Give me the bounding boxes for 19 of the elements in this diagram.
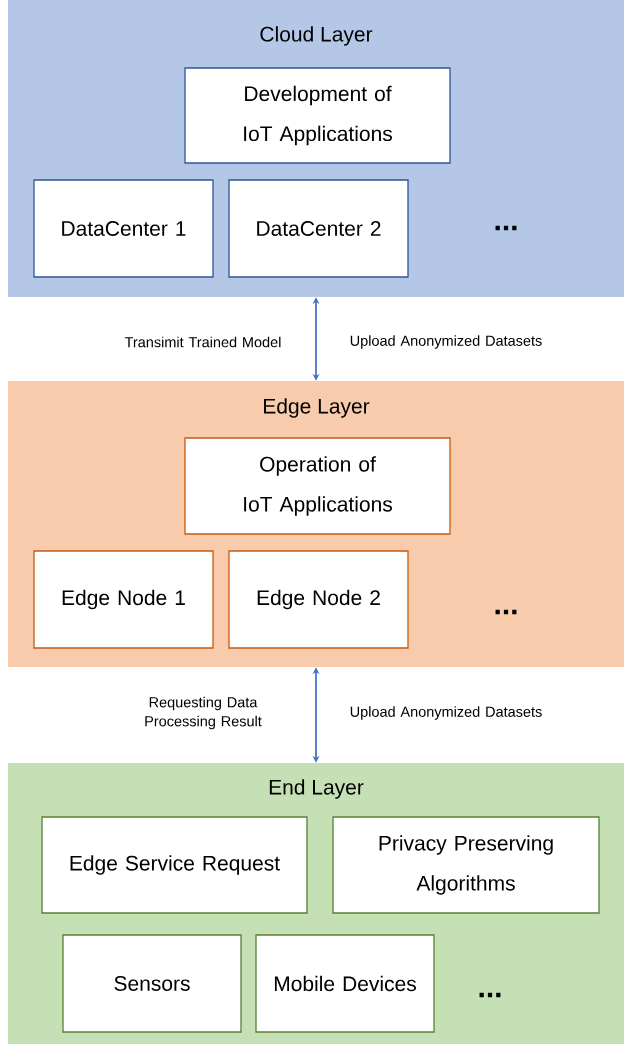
ellipsis: ... [479,992,501,998]
process-box: Edge Node 2 [228,550,409,649]
ellipsis: ... [495,225,517,231]
process-box: Edge Service Request [41,816,308,914]
process-box: Development of IoT Applications [184,67,451,164]
process-box: Sensors [62,934,242,1033]
arrow-label: Requesting Data Processing Result [145,696,262,730]
arrow-label: Upload Anonymized Datasets [350,335,542,349]
process-box: Privacy Preserving Algorithms [332,816,600,914]
ellipsis: ... [495,609,517,615]
process-box: Mobile Devices [255,934,435,1033]
double-arrow [312,667,320,763]
process-box: Edge Node 1 [33,550,214,649]
process-box: Operation of IoT Applications [184,437,451,535]
arrow-label: Upload Anonymized Datasets [350,706,542,720]
process-box: DataCenter 2 [228,179,409,278]
arrow-label: Transimit Trained Model [124,336,281,348]
process-box: DataCenter 1 [33,179,214,278]
double-arrow [312,297,320,381]
